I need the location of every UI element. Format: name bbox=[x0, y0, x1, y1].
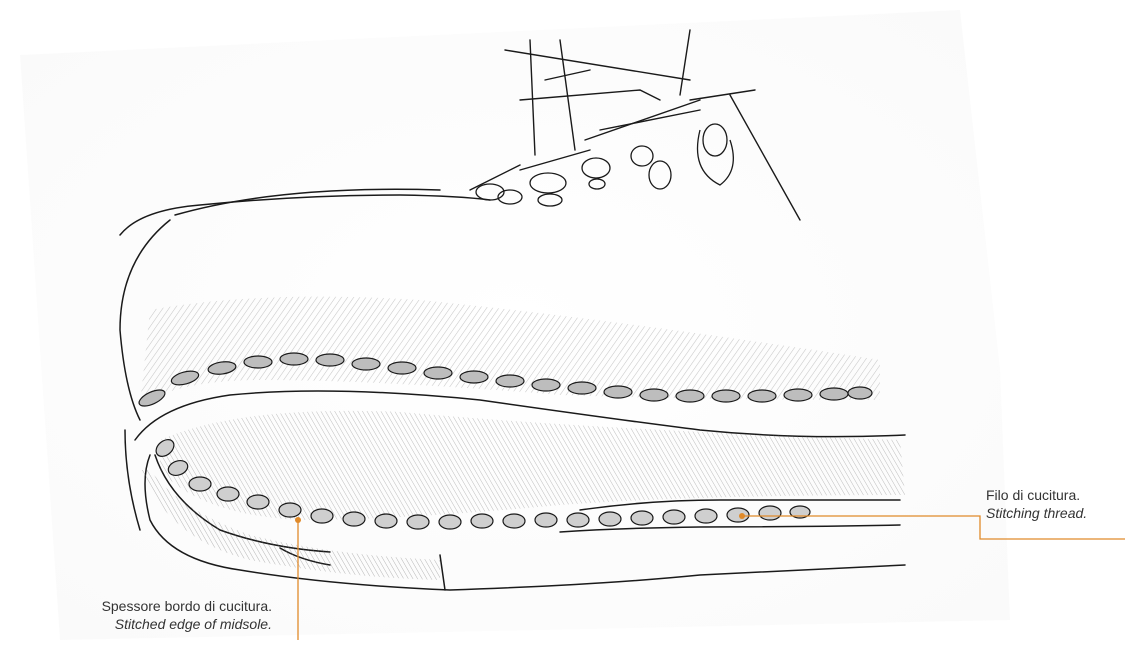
edge-leader-dot bbox=[295, 517, 301, 523]
stitching-thread-label-it: Filo di cucitura. bbox=[986, 487, 1080, 503]
stitched-edge-label-it: Spessore bordo di cucitura. bbox=[102, 598, 272, 614]
stitched-edge-label-en: Stitched edge of midsole. bbox=[102, 615, 272, 633]
stitching-thread-label: Filo di cucitura. Stitching thread. bbox=[986, 486, 1087, 522]
stitched-edge-label: Spessore bordo di cucitura. Stitched edg… bbox=[102, 597, 272, 633]
thread-leader-dot bbox=[739, 513, 745, 519]
stitching-thread-label-en: Stitching thread. bbox=[986, 504, 1087, 522]
